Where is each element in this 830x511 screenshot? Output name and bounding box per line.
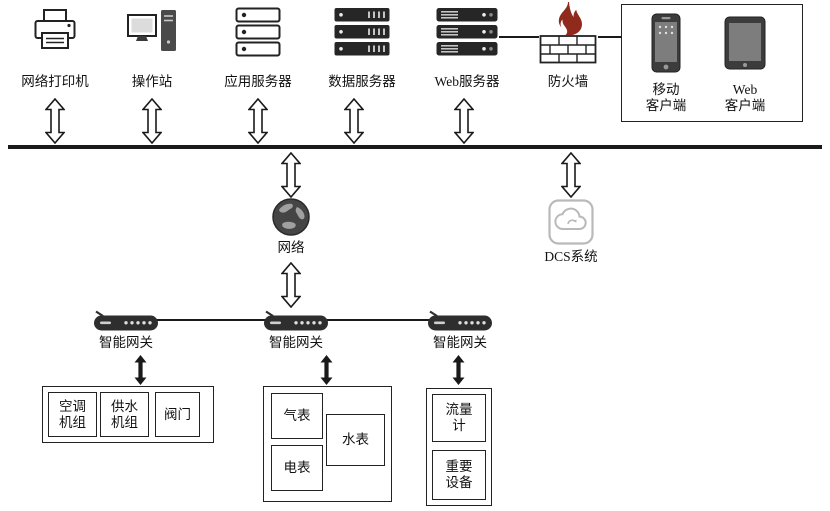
- gateway-router-icon: [263, 310, 329, 332]
- web-client-label: Web 客户端: [724, 82, 766, 114]
- mobile-client-label: 移动 客户端: [645, 82, 687, 114]
- firewall-label: 防火墙: [547, 74, 589, 89]
- gateway-router-icon: [427, 310, 493, 332]
- workstation-icon: [127, 10, 176, 51]
- bidirectional-arrow-icon: [320, 355, 333, 385]
- device-cell-water-meter: 水表: [326, 414, 385, 466]
- gateway-2-label: 智能网关: [269, 335, 323, 350]
- link-firewall-clients: [598, 36, 621, 38]
- firewall-icon: [539, 2, 597, 64]
- web-server-label: Web服务器: [434, 74, 500, 89]
- bidirectional-arrow-icon: [142, 98, 162, 144]
- bidirectional-arrow-icon: [134, 355, 147, 385]
- workstation-label: 操作站: [131, 74, 173, 89]
- app-server-icon: [235, 7, 281, 57]
- bidirectional-arrow-icon: [281, 152, 301, 198]
- gateway-1-label: 智能网关: [99, 335, 153, 350]
- bidirectional-arrow-icon: [45, 98, 65, 144]
- clients-group-box: [621, 4, 803, 122]
- data-server-label: 数据服务器: [328, 74, 396, 89]
- bidirectional-arrow-icon: [281, 262, 301, 308]
- network-label: 网络: [277, 240, 305, 255]
- device-cell-water-supply: 供水 机组: [100, 392, 149, 437]
- bidirectional-arrow-icon: [344, 98, 364, 144]
- bidirectional-arrow-icon: [454, 98, 474, 144]
- bidirectional-arrow-icon: [452, 355, 465, 385]
- web-server-icon: [436, 8, 498, 56]
- link-webserver-firewall: [499, 36, 539, 38]
- globe-icon: [272, 198, 310, 236]
- device-cell-hvac: 空调 机组: [48, 392, 97, 437]
- app-server-label: 应用服务器: [224, 74, 292, 89]
- gateway-router-icon: [93, 310, 159, 332]
- printer-icon: [34, 9, 76, 49]
- gateway-3-label: 智能网关: [433, 335, 487, 350]
- printer-label: 网络打印机: [21, 74, 89, 89]
- cloud-sync-icon: [548, 199, 594, 245]
- data-server-icon: [334, 8, 390, 56]
- device-cell-gas-meter: 气表: [271, 393, 323, 439]
- device-cell-valve: 阀门: [155, 392, 200, 437]
- mobile-phone-icon: [651, 13, 681, 73]
- dcs-label: DCS系统: [544, 249, 598, 264]
- network-bus-line: [8, 145, 822, 149]
- bidirectional-arrow-icon: [248, 98, 268, 144]
- tablet-icon: [724, 16, 766, 70]
- device-cell-electric-meter: 电表: [271, 445, 323, 491]
- device-cell-critical-equipment: 重要 设备: [432, 450, 486, 500]
- device-cell-flow-meter: 流量 计: [432, 394, 486, 442]
- bidirectional-arrow-icon: [561, 152, 581, 198]
